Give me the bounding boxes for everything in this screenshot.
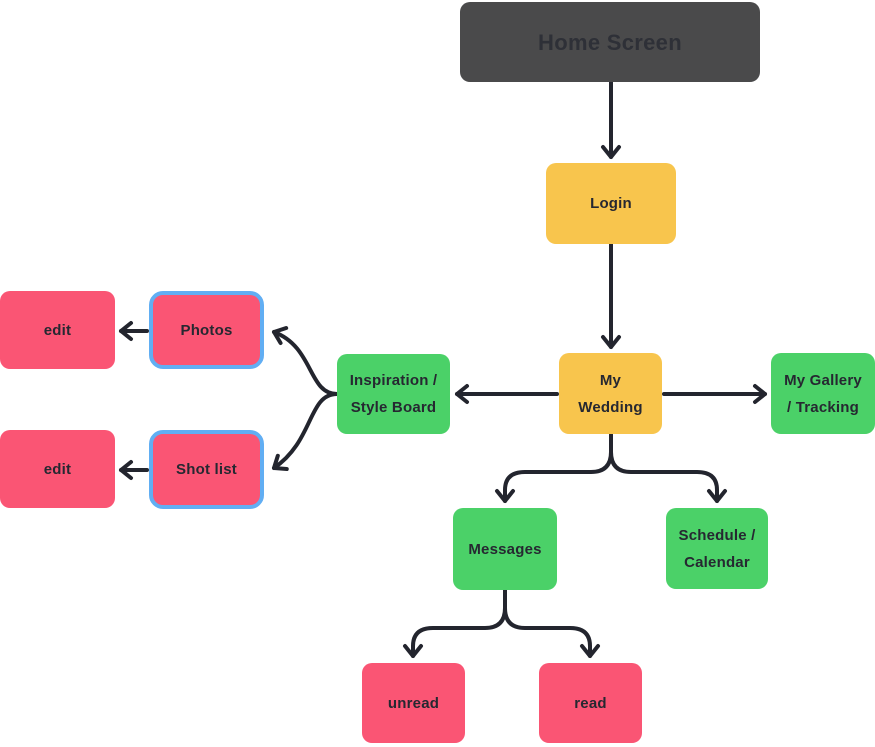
edge-inspiration-to-shotlist: [272, 392, 339, 472]
node-login[interactable]: Login: [546, 163, 676, 244]
node-read[interactable]: read: [539, 663, 642, 743]
node-my-gallery-tracking-label: My Gallery / Tracking: [784, 371, 862, 416]
node-inspiration-style-board-label: Inspiration / Style Board: [349, 372, 438, 416]
node-login-label: Login: [590, 195, 632, 212]
node-edit-photos-label: edit: [43, 321, 72, 339]
node-my-gallery-tracking[interactable]: My Gallery / Tracking: [771, 353, 875, 434]
edge-inspiration-to-photos: [272, 326, 339, 396]
node-edit-photos[interactable]: edit: [0, 291, 115, 369]
node-unread[interactable]: unread: [362, 663, 465, 743]
node-shot-list[interactable]: Shot list: [149, 430, 264, 509]
node-messages[interactable]: Messages: [453, 508, 557, 590]
node-my-wedding[interactable]: My Wedding: [559, 353, 662, 434]
node-edit-shot-list-label: edit: [43, 460, 72, 478]
node-schedule-calendar[interactable]: Schedule / Calendar: [666, 508, 768, 589]
node-unread-label: unread: [387, 694, 440, 712]
edge-wedding-to-messages: [495, 433, 613, 503]
edge-wedding-to-schedule: [609, 433, 727, 503]
node-schedule-calendar-label: Schedule / Calendar: [678, 526, 756, 571]
node-messages-label: Messages: [468, 540, 542, 558]
node-my-wedding-label: My Wedding: [578, 371, 643, 416]
node-home-screen-label: Home Screen: [538, 29, 682, 55]
edge-messages-to-unread: [403, 588, 507, 658]
node-edit-shot-list[interactable]: edit: [0, 430, 115, 508]
node-read-label: read: [574, 694, 607, 712]
edge-messages-to-read: [503, 588, 600, 658]
node-shot-list-label: Shot list: [176, 461, 237, 478]
node-photos-label: Photos: [180, 321, 233, 339]
node-home-screen[interactable]: Home Screen: [460, 2, 760, 82]
node-inspiration-style-board[interactable]: Inspiration / Style Board: [337, 354, 450, 434]
node-photos[interactable]: Photos: [149, 291, 264, 369]
